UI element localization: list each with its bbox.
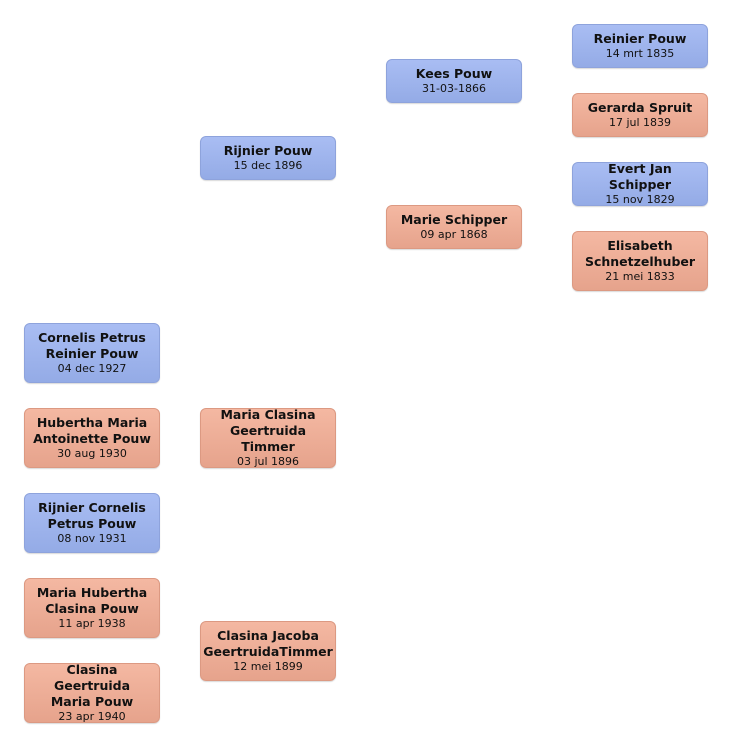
- person-card-cornelis[interactable]: Cornelis Petrus Reinier Pouw 04 dec 1927: [24, 323, 160, 383]
- person-name: Clasina Geertruida Maria Pouw: [50, 662, 134, 709]
- person-birthdate: 08 nov 1931: [57, 532, 127, 545]
- person-card-kees[interactable]: Kees Pouw 31-03-1866: [386, 59, 522, 103]
- person-name: Maria Clasina Geertruida Timmer: [220, 407, 316, 454]
- person-birthdate: 14 mrt 1835: [605, 47, 675, 60]
- person-card-reinier[interactable]: Reinier Pouw 14 mrt 1835: [572, 24, 708, 68]
- person-birthdate: 12 mei 1899: [233, 660, 303, 673]
- person-card-maria-clasina[interactable]: Maria Clasina Geertruida Timmer 03 jul 1…: [200, 407, 336, 468]
- person-birthdate: 11 apr 1938: [58, 617, 126, 630]
- person-name: Marie Schipper: [400, 212, 508, 227]
- person-name: Clasina Jacoba GeertruidaTimmer: [203, 628, 333, 659]
- person-name: Rijnier Cornelis Petrus Pouw: [38, 500, 146, 531]
- person-name: Reinier Pouw: [593, 31, 687, 46]
- person-card-rijnier[interactable]: Rijnier Pouw 15 dec 1896: [200, 136, 336, 180]
- person-name: Rijnier Pouw: [223, 143, 313, 158]
- person-name: Gerarda Spruit: [587, 100, 693, 115]
- person-birthdate: 04 dec 1927: [57, 362, 127, 375]
- person-card-clasina-jacoba[interactable]: Clasina Jacoba GeertruidaTimmer 12 mei 1…: [200, 621, 336, 681]
- person-card-maria-hubertha[interactable]: Maria Hubertha Clasina Pouw 11 apr 1938: [24, 578, 160, 638]
- person-name: Cornelis Petrus Reinier Pouw: [38, 330, 146, 361]
- person-birthdate: 21 mei 1833: [605, 270, 675, 283]
- person-birthdate: 31-03-1866: [422, 82, 486, 95]
- person-card-elisabeth[interactable]: Elisabeth Schnetzelhuber 21 mei 1833: [572, 231, 708, 291]
- person-name: Elisabeth Schnetzelhuber: [584, 238, 696, 269]
- person-card-gerarda[interactable]: Gerarda Spruit 17 jul 1839: [572, 93, 708, 137]
- person-birthdate: 03 jul 1896: [236, 455, 300, 468]
- person-birthdate: 15 dec 1896: [233, 159, 303, 172]
- person-name: Maria Hubertha Clasina Pouw: [36, 585, 148, 616]
- person-card-marie[interactable]: Marie Schipper 09 apr 1868: [386, 205, 522, 249]
- person-card-evert[interactable]: Evert Jan Schipper 15 nov 1829: [572, 161, 708, 206]
- person-name: Evert Jan Schipper: [608, 161, 672, 192]
- person-card-hubertha[interactable]: Hubertha Maria Antoinette Pouw 30 aug 19…: [24, 408, 160, 468]
- person-card-rijnier-cornelis[interactable]: Rijnier Cornelis Petrus Pouw 08 nov 1931: [24, 493, 160, 553]
- person-birthdate: 30 aug 1930: [57, 447, 127, 460]
- person-birthdate: 09 apr 1868: [420, 228, 488, 241]
- person-name: Kees Pouw: [415, 66, 493, 81]
- person-name: Hubertha Maria Antoinette Pouw: [33, 415, 151, 446]
- person-birthdate: 15 nov 1829: [605, 193, 675, 206]
- person-card-clasina-geertruida[interactable]: Clasina Geertruida Maria Pouw 23 apr 194…: [24, 662, 160, 723]
- person-birthdate: 23 apr 1940: [58, 710, 126, 723]
- person-birthdate: 17 jul 1839: [608, 116, 672, 129]
